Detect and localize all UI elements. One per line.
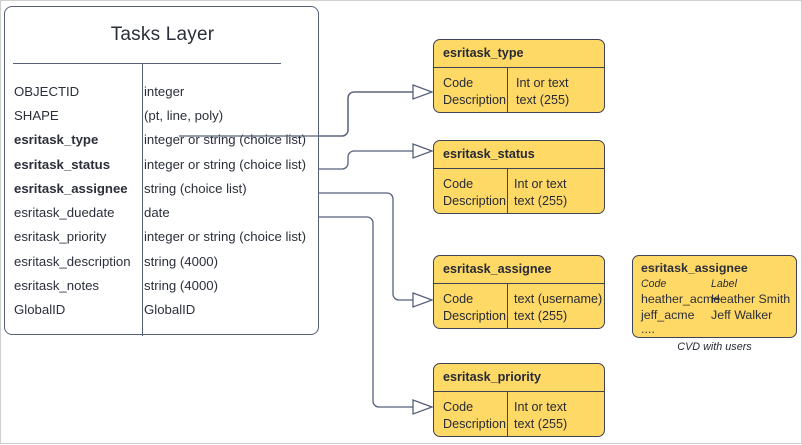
domain-cell: Code bbox=[443, 177, 474, 191]
entity-header-divider bbox=[13, 63, 281, 64]
domain-right-column: Int or text text (255) bbox=[516, 75, 569, 108]
field-type: string (choice list) bbox=[144, 180, 247, 196]
field-type: integer or string (choice list) bbox=[144, 229, 306, 245]
field-type: string (4000) bbox=[144, 278, 219, 294]
domain-title: esritask_priority bbox=[443, 370, 542, 384]
cvd-row-code: heather_acme bbox=[641, 292, 721, 306]
field-name: esritask_priority bbox=[14, 229, 107, 245]
domain-right-column: text (username) text (255) bbox=[514, 291, 602, 324]
domain-left-column: Code Description bbox=[443, 75, 506, 108]
domain-left-column: Code Description bbox=[443, 399, 506, 432]
domain-right-column: Int or text text (255) bbox=[514, 176, 567, 209]
domain-cell: Description bbox=[443, 92, 506, 107]
table-row: esritask_type integer or string (choice … bbox=[5, 128, 320, 152]
entity-tasks-layer: Tasks Layer OBJECTID integer SHAPE (pt, … bbox=[4, 6, 320, 336]
domain-right-column: Int or text text (255) bbox=[514, 399, 567, 432]
domain-cell: Int or text bbox=[516, 76, 569, 90]
domain-cell: text (255) bbox=[516, 92, 570, 107]
connector-status-line bbox=[319, 150, 413, 170]
domain-header-divider bbox=[433, 391, 605, 392]
field-name: esritask_type bbox=[14, 132, 99, 148]
field-type: integer bbox=[144, 83, 185, 99]
field-type: (pt, line, poly) bbox=[144, 107, 224, 123]
domain-column-divider bbox=[507, 392, 508, 437]
cvd-row-code: jeff_acme bbox=[641, 308, 695, 322]
domain-cell: Code bbox=[443, 400, 474, 414]
field-name: esritask_assignee bbox=[14, 180, 128, 196]
arrowhead-priority bbox=[412, 399, 434, 415]
domain-cell: Description bbox=[443, 308, 506, 323]
cvd-row-label: Jeff Walker bbox=[711, 308, 773, 322]
field-name: esritask_notes bbox=[14, 278, 100, 294]
table-row: OBJECTID integer bbox=[5, 79, 320, 103]
domain-box-esritask-priority: esritask_priority Code Description Int o… bbox=[433, 363, 605, 437]
field-type: integer or string (choice list) bbox=[144, 132, 306, 148]
domain-box-esritask-assignee: esritask_assignee Code Description text … bbox=[433, 255, 605, 329]
domain-title: esritask_type bbox=[443, 46, 524, 60]
domain-left-column: Code Description bbox=[443, 291, 506, 324]
domain-cell: Int or text bbox=[514, 177, 567, 191]
table-row: esritask_notes string (4000) bbox=[5, 273, 320, 297]
domain-header-divider bbox=[433, 168, 605, 169]
field-name: esritask_status bbox=[14, 156, 111, 172]
table-row: SHAPE (pt, line, poly) bbox=[5, 103, 320, 127]
cvd-sample-box: esritask_assignee Code Label heather_acm… bbox=[632, 255, 797, 338]
cvd-header-code: Code bbox=[641, 278, 667, 290]
cvd-title: esritask_assignee bbox=[641, 261, 748, 275]
domain-title: esritask_assignee bbox=[443, 262, 552, 276]
connector-priority-line bbox=[319, 216, 413, 408]
table-row: esritask_priority integer or string (cho… bbox=[5, 225, 320, 249]
domain-header-divider bbox=[433, 283, 605, 284]
table-row: esritask_assignee string (choice list) bbox=[5, 176, 320, 200]
domain-left-column: Code Description bbox=[443, 176, 506, 209]
domain-cell: Code bbox=[443, 292, 474, 306]
cvd-row-code: .... bbox=[641, 322, 655, 336]
domain-cell: text (255) bbox=[514, 416, 568, 431]
field-name: SHAPE bbox=[14, 107, 59, 123]
arrowhead-type bbox=[412, 84, 434, 100]
arrowhead-status bbox=[412, 143, 434, 159]
domain-header-divider bbox=[433, 67, 605, 68]
field-name: esritask_description bbox=[14, 253, 131, 269]
field-name: GlobalID bbox=[14, 302, 66, 318]
domain-cell: Int or text bbox=[514, 400, 567, 414]
domain-cell: Code bbox=[443, 76, 474, 90]
entity-column-divider bbox=[142, 64, 143, 336]
domain-box-esritask-status: esritask_status Code Description Int or … bbox=[433, 140, 605, 214]
domain-title: esritask_status bbox=[443, 147, 535, 161]
domain-column-divider bbox=[507, 284, 508, 329]
field-name: esritask_duedate bbox=[14, 205, 115, 221]
entity-field-list: OBJECTID integer SHAPE (pt, line, poly) … bbox=[5, 79, 320, 322]
domain-cell: Description bbox=[443, 193, 506, 208]
cvd-caption: CVD with users bbox=[677, 341, 752, 353]
entity-title: Tasks Layer bbox=[110, 24, 215, 45]
table-row: esritask_duedate date bbox=[5, 200, 320, 224]
field-type: GlobalID bbox=[144, 302, 196, 318]
cvd-row-label: Heather Smith bbox=[711, 292, 791, 306]
table-row: esritask_status integer or string (choic… bbox=[5, 152, 320, 176]
table-row: GlobalID GlobalID bbox=[5, 298, 320, 322]
domain-cell: text (255) bbox=[514, 308, 568, 323]
domain-box-esritask-type: esritask_type Code Description Int or te… bbox=[433, 39, 605, 113]
connector-assignee-line bbox=[319, 192, 413, 301]
field-type: string (4000) bbox=[144, 253, 219, 269]
arrowhead-assignee bbox=[412, 292, 434, 308]
domain-cell: text (username) bbox=[514, 292, 603, 306]
domain-cell: text (255) bbox=[514, 193, 568, 208]
table-row: esritask_description string (4000) bbox=[5, 249, 320, 273]
domain-column-divider bbox=[507, 68, 508, 113]
cvd-header-label: Label bbox=[711, 278, 737, 290]
field-type: date bbox=[144, 205, 170, 221]
connector-type-line bbox=[319, 91, 413, 137]
field-name: OBJECTID bbox=[14, 83, 80, 99]
field-type: integer or string (choice list) bbox=[144, 156, 306, 172]
domain-cell: Description bbox=[443, 416, 506, 431]
domain-column-divider bbox=[507, 169, 508, 214]
